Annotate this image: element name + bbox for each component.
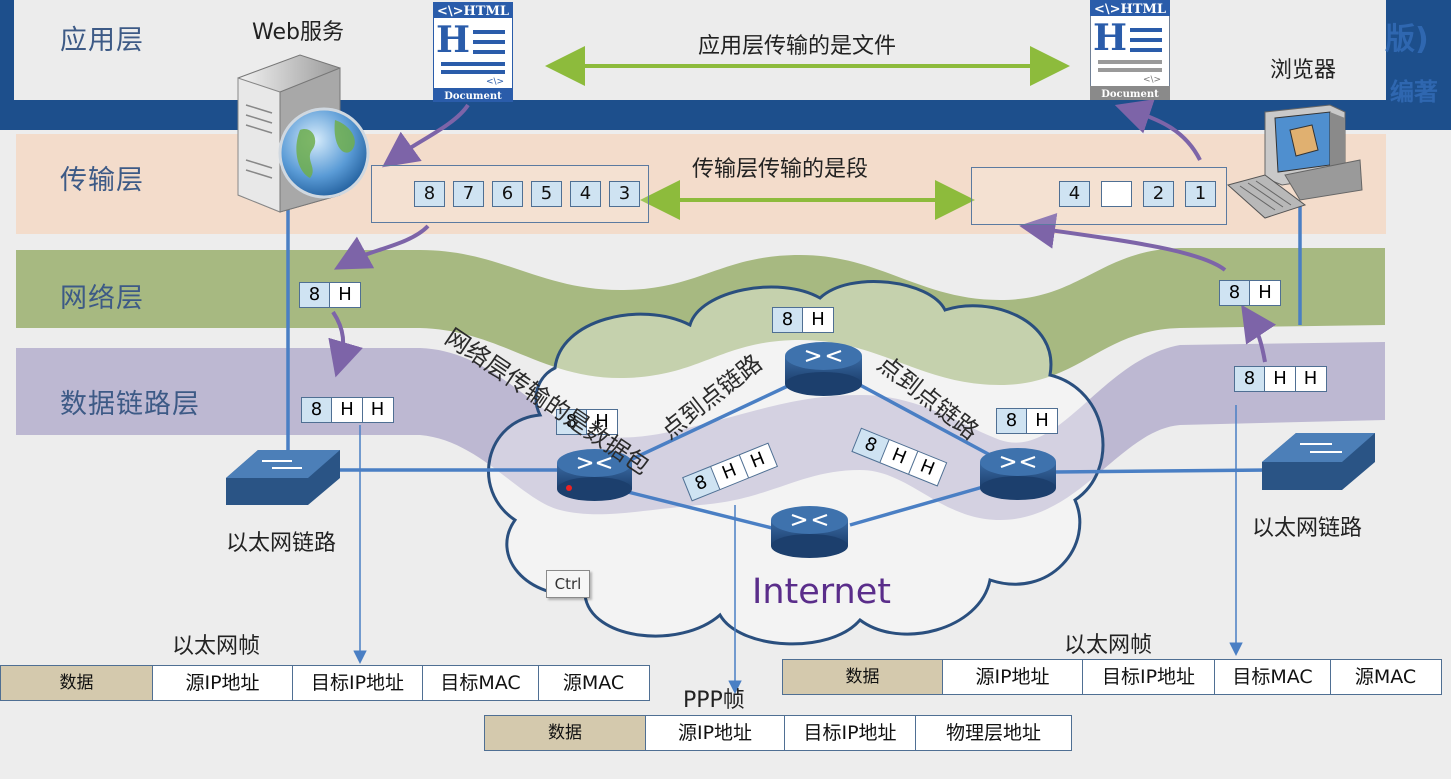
router-top-icon (785, 342, 862, 396)
ethernet-link-left-label: 以太网链路 (226, 531, 337, 556)
packet-cell: H (1026, 408, 1058, 434)
ctrl-key-indicator: Ctrl (546, 570, 590, 598)
network-links (286, 200, 1302, 532)
internet-cloud (487, 280, 1105, 646)
frame-cell: 数据 (781, 659, 944, 695)
segment-cell: 5 (531, 181, 562, 207)
packet-cell: 8 (555, 409, 588, 435)
segment-box-right (971, 167, 1227, 225)
doc-left-caption: Document (444, 91, 502, 102)
router-right-icon (980, 448, 1056, 500)
packet-cell: H (329, 282, 361, 308)
doc-right-letter: H (1093, 17, 1127, 59)
segment-cell (1101, 181, 1132, 207)
frame-title-ppp: PPP帧 (683, 688, 745, 713)
layer-label-transport: 传输层 (60, 165, 144, 196)
layer-label-network: 网络层 (60, 283, 144, 314)
layer-label-application: 应用层 (60, 25, 144, 56)
frame-cell: 目标IP地址 (291, 665, 424, 701)
packet-router-left: 8 H (555, 409, 618, 435)
segment-cell: 4 (570, 181, 601, 207)
packet-network-right: 8 H (1218, 280, 1281, 306)
router-bottom-icon (771, 506, 848, 558)
packet-network-left: 8 H (298, 282, 361, 308)
transport-transfer-note: 传输层传输的是段 (692, 157, 869, 182)
html-document-right-icon: <\>HTML H <\> Document (1089, 0, 1171, 101)
doc-right-tag2: <\> (1143, 75, 1161, 85)
frame-cell: 物理层地址 (915, 715, 1072, 751)
layer-label-datalink: 数据链路层 (60, 389, 200, 420)
doc-left-tag2: <\> (486, 77, 504, 87)
frame-title-ethernet-right: 以太网帧 (1064, 633, 1153, 658)
server-label: Web服务 (252, 20, 344, 45)
packet-cell: H (586, 409, 618, 435)
frame-ethernet-left: 数据 源IP地址 目标IP地址 目标MAC 源MAC (0, 665, 650, 701)
packet-cell: 8 (300, 397, 333, 423)
packet-router-right: 8 H (995, 408, 1058, 434)
doc-left-letter: H (436, 19, 470, 61)
frame-cell: 源IP地址 (942, 659, 1083, 695)
frame-ppp: 数据 源IP地址 目标IP地址 物理层地址 (483, 715, 1072, 751)
doc-right-caption: Document (1101, 89, 1159, 100)
frame-cell: 源MAC (537, 665, 650, 701)
computer-icon (1226, 104, 1363, 219)
frame-cell: 数据 (0, 665, 154, 701)
frame-cell: 源IP地址 (645, 715, 785, 751)
application-transfer-note: 应用层传输的是文件 (698, 34, 897, 59)
browser-label: 浏览器 (1270, 58, 1337, 83)
frame-ethernet-right: 数据 源IP地址 目标IP地址 目标MAC 源MAC (781, 659, 1442, 695)
frame-cell: 源IP地址 (152, 665, 293, 701)
frame-cell: 目标IP地址 (783, 715, 917, 751)
packet-datalink-left: 8 H H (300, 397, 394, 423)
corner-text-bottom: 编著 (1390, 78, 1438, 106)
segment-cell: 4 (1059, 181, 1090, 207)
frame-cell: 目标MAC (422, 665, 539, 701)
doc-left-tag: <\>HTML (437, 4, 509, 19)
packet-cell: H (1249, 280, 1281, 306)
frame-cell: 源MAC (1329, 659, 1442, 695)
frame-cell: 目标IP地址 (1081, 659, 1216, 695)
packet-cell: H (361, 397, 394, 423)
router-left-icon (557, 449, 632, 501)
packet-cell: 8 (1233, 366, 1266, 392)
corner-text-top: 版) (1385, 22, 1429, 57)
frame-cell: 目标MAC (1214, 659, 1331, 695)
frame-title-ethernet-left: 以太网帧 (172, 634, 261, 659)
segment-cell: 8 (414, 181, 445, 207)
packet-router-top: 8 H (771, 307, 834, 333)
doc-right-tag: <\>HTML (1094, 2, 1166, 17)
packet-cell: 8 (298, 282, 331, 308)
segment-cell: 6 (492, 181, 523, 207)
segment-cell: 7 (453, 181, 484, 207)
ethernet-link-right-label: 以太网链路 (1252, 516, 1363, 541)
packet-cell: H (1294, 366, 1327, 392)
switch-right-icon (1262, 433, 1375, 490)
internet-label: Internet (752, 572, 891, 612)
packet-cell: H (802, 307, 834, 333)
packet-cell: 8 (771, 307, 804, 333)
packet-cell: 8 (1218, 280, 1251, 306)
packet-cell: 8 (995, 408, 1028, 434)
server-icon (237, 54, 370, 213)
packet-cell: H (1264, 366, 1296, 392)
segment-cell: 2 (1143, 181, 1174, 207)
switch-left-icon (226, 450, 340, 505)
html-document-left-icon: <\>HTML H <\> Document (432, 1, 514, 103)
packet-cell: H (331, 397, 363, 423)
packet-datalink-right: 8 H H (1233, 366, 1327, 392)
segment-cell: 3 (609, 181, 640, 207)
frame-cell: 数据 (483, 715, 647, 751)
segment-cell: 1 (1185, 181, 1216, 207)
